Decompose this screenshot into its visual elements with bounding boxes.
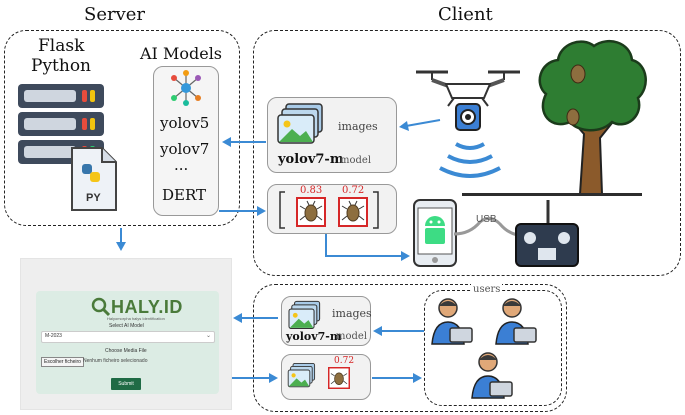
user-laptop-icon — [471, 352, 513, 399]
usb-label: USB — [476, 214, 497, 225]
bracket-right-icon — [373, 191, 379, 229]
users-label: users — [471, 284, 503, 295]
python-file-icon — [71, 147, 117, 211]
bug-detection-icon — [296, 197, 326, 227]
signal-waves-icon — [439, 142, 501, 178]
ai-models-title: AI Models — [140, 44, 223, 63]
detection-score: 0.83 — [300, 185, 323, 196]
select-model-label: Select AI Model — [109, 323, 144, 329]
ai-model-item: DERT — [162, 186, 207, 204]
detection-score: 0.72 — [334, 356, 355, 366]
model-suffix: model — [340, 155, 372, 166]
model-suffix: model — [336, 331, 368, 342]
model-name: yolov7-m — [278, 152, 344, 167]
server-region — [4, 30, 240, 226]
ai-model-item: ··· — [174, 160, 189, 178]
arrow-results-to-phone — [325, 234, 402, 257]
bug-detection-icon — [328, 367, 350, 389]
model-select-value: M-2023 — [45, 333, 62, 339]
images-stack-icon — [287, 362, 316, 388]
file-choose-button[interactable]: Escolher ficheiro — [41, 357, 84, 367]
magnifier-logo-icon — [91, 297, 111, 317]
detection-results-box-bottom — [281, 354, 371, 400]
neural-network-icon — [171, 70, 201, 106]
model-name: yolov7-m — [286, 330, 342, 343]
usb-cable-icon — [453, 217, 527, 238]
chevron-down-icon: ⌄ — [205, 333, 211, 339]
model-select[interactable]: M-2023 ⌄ — [41, 331, 215, 343]
images-stack-icon — [277, 103, 323, 144]
client-bottom-region — [253, 284, 567, 412]
user-laptop-icon — [495, 298, 537, 345]
images-label: images — [338, 120, 378, 133]
arrow-drone-to-images — [405, 119, 441, 127]
user-laptop-icon — [431, 298, 473, 345]
images-label: images — [332, 307, 372, 320]
tree-icon — [538, 40, 647, 194]
client-top-region — [253, 30, 681, 276]
submit-button[interactable]: Submit — [111, 378, 141, 390]
client-title: Client — [438, 4, 493, 25]
brand-name: HALY.ID — [111, 297, 183, 317]
file-label: Choose Media File — [105, 348, 147, 354]
brand-tagline: Halyomorpha halys Identification — [107, 316, 165, 321]
web-form-screenshot: HALY.ID Halyomorpha halys Identification… — [20, 258, 232, 410]
server-title: Server — [84, 4, 146, 25]
drone-icon — [416, 70, 520, 131]
file-status-text: Nenhum ficheiro selecionado — [83, 358, 148, 364]
python-label: Python — [31, 56, 92, 76]
ai-model-item: yolov5 — [160, 114, 210, 132]
server-rack-icon — [18, 84, 104, 164]
ai-model-item: yolov7 — [160, 140, 210, 158]
py-file-label: PY — [86, 192, 101, 204]
images-stack-icon — [288, 300, 321, 330]
bracket-left-icon — [279, 191, 285, 229]
flask-label: Flask — [38, 36, 85, 56]
ground-line — [462, 193, 642, 196]
detection-score: 0.72 — [342, 185, 365, 196]
bug-detection-icon — [338, 197, 368, 227]
remote-controller-icon — [515, 200, 579, 267]
smartphone-android-icon — [413, 199, 457, 267]
